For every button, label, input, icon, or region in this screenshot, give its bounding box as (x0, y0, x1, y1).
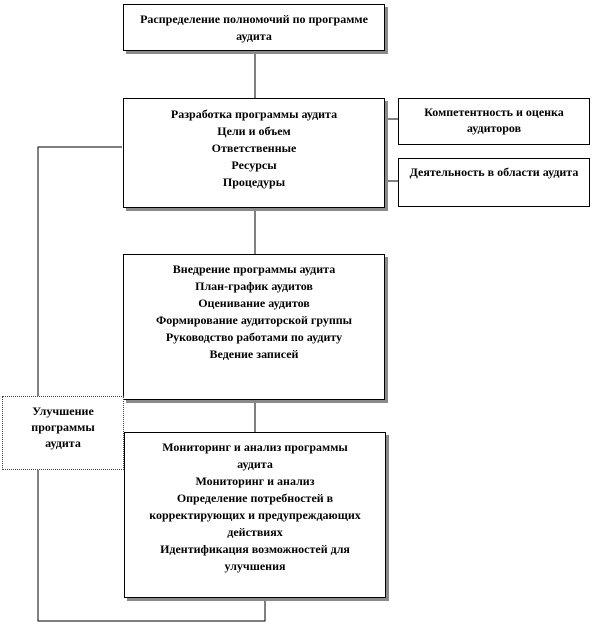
distribution-title: Распределение полномочий по программе ау… (140, 12, 368, 43)
monitoring-item: Определение потребностей в корректирующи… (149, 491, 361, 539)
monitoring-title: Мониторинг и анализ программы аудита (162, 440, 348, 471)
implementation-item: Формирование аудиторской группы (155, 313, 353, 327)
implementation-item: Оценивание аудитов (198, 296, 310, 310)
development-box: Разработка программы аудита Цели и объем… (123, 98, 385, 208)
activity-box: Деятельность в области аудита (398, 158, 590, 207)
competence-title: Компетентность и оценка аудиторов (424, 105, 564, 135)
improvement-title: Улучшение программы аудита (31, 404, 95, 450)
implementation-item: Руководство работами по аудиту (165, 330, 343, 344)
development-item: Ответственные (211, 141, 297, 155)
development-item: Цели и объем (217, 124, 291, 138)
competence-box: Компетентность и оценка аудиторов (398, 98, 590, 145)
distribution-box: Распределение полномочий по программе ау… (123, 4, 385, 51)
implementation-box: Внедрение программы аудита План-график а… (123, 254, 385, 400)
development-item: Процедуры (222, 175, 286, 189)
implementation-item: Ведение записей (209, 347, 299, 361)
implementation-title: Внедрение программы аудита (172, 262, 336, 276)
improvement-box: Улучшение программы аудита (2, 396, 124, 470)
activity-title: Деятельность в области аудита (409, 165, 579, 179)
monitoring-box: Мониторинг и анализ программы аудита Мон… (124, 432, 386, 598)
development-item: Ресурсы (231, 158, 277, 172)
monitoring-item: Мониторинг и анализ (195, 474, 315, 488)
monitoring-item: Идентификация возможностей для улучшения (160, 542, 350, 573)
development-title: Разработка программы аудита (170, 107, 338, 121)
implementation-item: План-график аудитов (195, 279, 313, 293)
